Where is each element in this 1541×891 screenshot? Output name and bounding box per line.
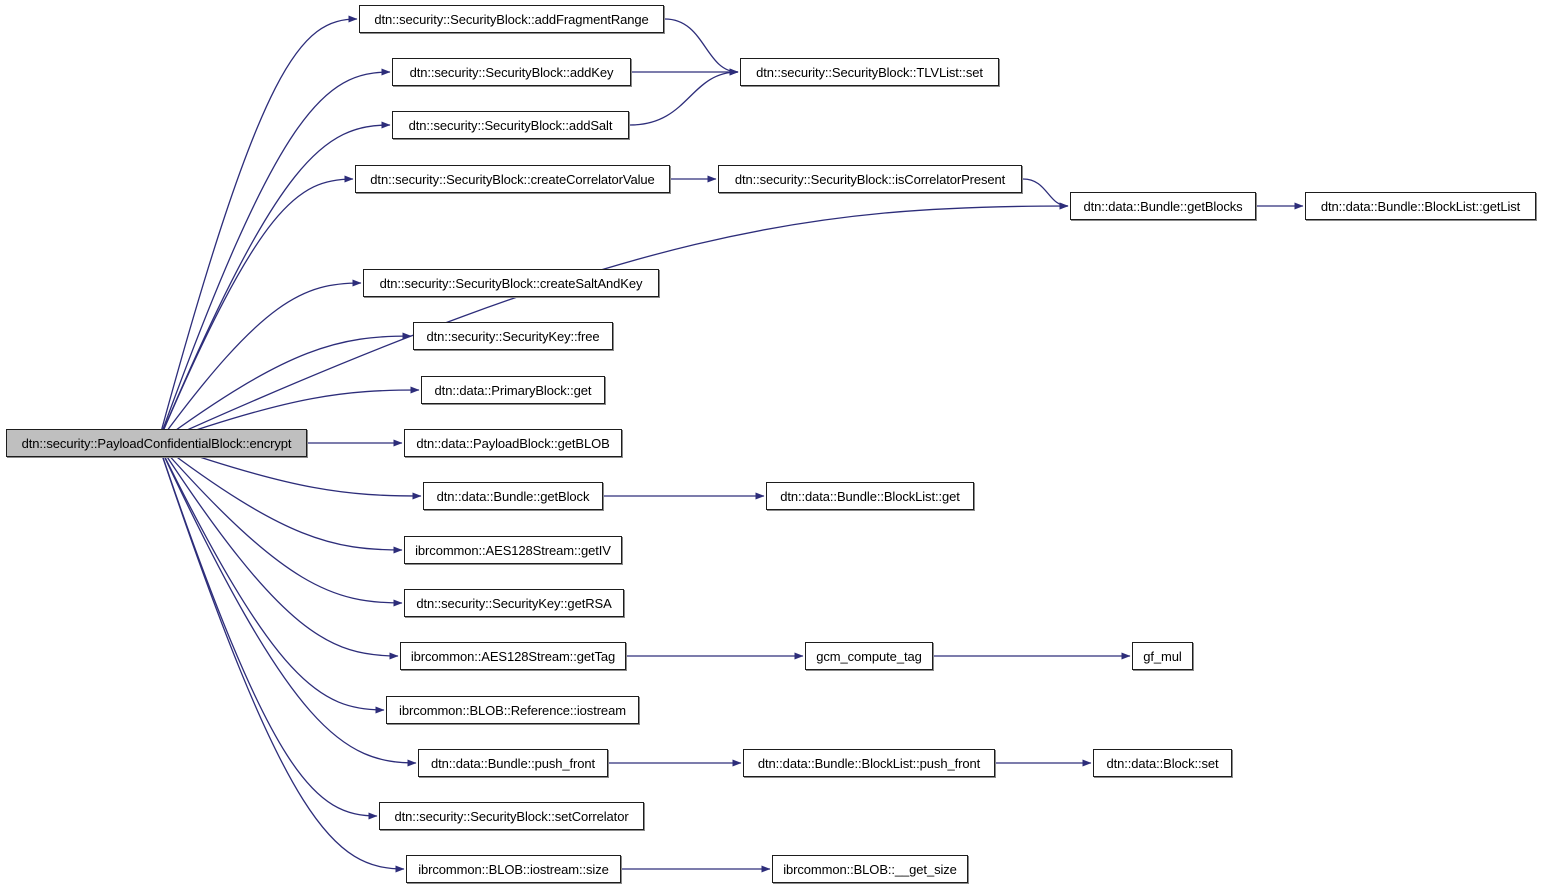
graph-node-label: dtn::data::Bundle::BlockList::get bbox=[780, 488, 960, 504]
graph-node-label: dtn::data::PrimaryBlock::get bbox=[434, 382, 592, 398]
graph-node-bundlePushFront[interactable]: dtn::data::Bundle::push_front bbox=[418, 749, 608, 777]
graph-node-label: gf_mul bbox=[1143, 648, 1182, 664]
graph-node-label: dtn::data::Block::set bbox=[1106, 755, 1219, 771]
graph-node-label: dtn::security::PayloadConfidentialBlock:… bbox=[21, 435, 292, 451]
graph-node-blobIostream[interactable]: ibrcommon::BLOB::Reference::iostream bbox=[386, 696, 639, 724]
graph-edge-encrypt-to-getRSA bbox=[157, 442, 403, 607]
graph-node-label: dtn::security::SecurityKey::getRSA bbox=[416, 595, 612, 611]
graph-node-blockListGet[interactable]: dtn::data::Bundle::BlockList::get bbox=[766, 482, 974, 510]
graph-edge-addSalt-to-tlvSet bbox=[629, 68, 739, 126]
graph-edge-encrypt-to-createSaltAndKey bbox=[157, 279, 362, 444]
graph-node-addSalt[interactable]: dtn::security::SecurityBlock::addSalt bbox=[392, 111, 629, 139]
graph-node-blobGetSize[interactable]: ibrcommon::BLOB::__get_size bbox=[772, 855, 968, 883]
graph-node-createSaltAndKey[interactable]: dtn::security::SecurityBlock::createSalt… bbox=[363, 269, 659, 297]
graph-edge-encrypt-to-iostreamSize bbox=[157, 442, 405, 873]
graph-node-label: dtn::data::Bundle::BlockList::getList bbox=[1320, 198, 1521, 214]
graph-edge-encrypt-to-createCorrelator bbox=[157, 175, 354, 444]
graph-node-getIV[interactable]: ibrcommon::AES128Stream::getIV bbox=[404, 536, 622, 564]
graph-node-blockSet[interactable]: dtn::data::Block::set bbox=[1093, 749, 1232, 777]
graph-node-label: dtn::security::SecurityBlock::createSalt… bbox=[379, 275, 643, 291]
graph-node-label: dtn::data::Bundle::getBlocks bbox=[1083, 198, 1243, 214]
graph-node-label: dtn::security::SecurityBlock::addKey bbox=[409, 64, 614, 80]
graph-edge-isCorrelatorPresent-to-bundleGetBlocks bbox=[1022, 178, 1069, 210]
graph-node-label: ibrcommon::AES128Stream::getTag bbox=[410, 648, 616, 664]
graph-node-gfMul[interactable]: gf_mul bbox=[1132, 642, 1193, 670]
graph-node-bundleGetBlocks[interactable]: dtn::data::Bundle::getBlocks bbox=[1070, 192, 1256, 220]
graph-edge-encrypt-to-addFragmentRange bbox=[157, 15, 358, 444]
graph-node-keyFree[interactable]: dtn::security::SecurityKey::free bbox=[413, 322, 613, 350]
graph-node-getTag[interactable]: ibrcommon::AES128Stream::getTag bbox=[400, 642, 626, 670]
graph-node-label: dtn::data::PayloadBlock::getBLOB bbox=[416, 435, 610, 451]
graph-node-payloadGetBLOB[interactable]: dtn::data::PayloadBlock::getBLOB bbox=[404, 429, 622, 457]
graph-node-gcmComputeTag[interactable]: gcm_compute_tag bbox=[805, 642, 933, 670]
graph-edge-addFragmentRange-to-tlvSet bbox=[664, 18, 739, 76]
graph-node-createCorrelator[interactable]: dtn::security::SecurityBlock::createCorr… bbox=[355, 165, 670, 193]
graph-node-label: dtn::data::Bundle::getBlock bbox=[436, 488, 590, 504]
graph-node-label: ibrcommon::BLOB::Reference::iostream bbox=[399, 702, 626, 718]
graph-edge-encrypt-to-getIV bbox=[157, 442, 403, 554]
graph-node-label: ibrcommon::BLOB::iostream::size bbox=[418, 861, 609, 877]
graph-node-isCorrelatorPresent[interactable]: dtn::security::SecurityBlock::isCorrelat… bbox=[718, 165, 1022, 193]
graph-node-blockListPushFront[interactable]: dtn::data::Bundle::BlockList::push_front bbox=[743, 749, 995, 777]
graph-node-label: ibrcommon::BLOB::__get_size bbox=[783, 861, 957, 877]
graph-edge-encrypt-to-blobIostream bbox=[157, 442, 385, 714]
graph-node-label: dtn::security::SecurityBlock::isCorrelat… bbox=[734, 171, 1006, 187]
graph-node-label: dtn::security::SecurityBlock::addSalt bbox=[408, 117, 613, 133]
graph-node-label: dtn::data::Bundle::push_front bbox=[430, 755, 596, 771]
graph-node-blockListGetList[interactable]: dtn::data::Bundle::BlockList::getList bbox=[1305, 192, 1536, 220]
graph-edge-encrypt-to-addKey bbox=[157, 68, 391, 444]
graph-node-iostreamSize[interactable]: ibrcommon::BLOB::iostream::size bbox=[406, 855, 621, 883]
graph-edge-encrypt-to-setCorrelator bbox=[157, 442, 378, 820]
graph-node-encrypt[interactable]: dtn::security::PayloadConfidentialBlock:… bbox=[6, 429, 307, 457]
graph-node-label: dtn::data::Bundle::BlockList::push_front bbox=[757, 755, 981, 771]
graph-node-addFragmentRange[interactable]: dtn::security::SecurityBlock::addFragmen… bbox=[359, 5, 664, 33]
graph-node-label: dtn::security::SecurityBlock::addFragmen… bbox=[374, 11, 649, 27]
graph-node-addKey[interactable]: dtn::security::SecurityBlock::addKey bbox=[392, 58, 631, 86]
graph-node-tlvSet[interactable]: dtn::security::SecurityBlock::TLVList::s… bbox=[740, 58, 999, 86]
graph-edge-encrypt-to-bundlePushFront bbox=[157, 442, 417, 767]
graph-node-label: ibrcommon::AES128Stream::getIV bbox=[415, 542, 611, 558]
graph-edge-encrypt-to-keyFree bbox=[157, 332, 412, 444]
graph-node-primaryGet[interactable]: dtn::data::PrimaryBlock::get bbox=[421, 376, 605, 404]
graph-edge-encrypt-to-bundleGetBlocks bbox=[157, 202, 1069, 444]
graph-node-bundleGetBlock[interactable]: dtn::data::Bundle::getBlock bbox=[423, 482, 603, 510]
graph-node-label: dtn::security::SecurityKey::free bbox=[426, 328, 600, 344]
graph-edge-encrypt-to-getTag bbox=[157, 442, 399, 660]
graph-node-label: dtn::security::SecurityBlock::createCorr… bbox=[370, 171, 655, 187]
graph-node-setCorrelator[interactable]: dtn::security::SecurityBlock::setCorrela… bbox=[379, 802, 644, 830]
graph-node-label: gcm_compute_tag bbox=[816, 648, 922, 664]
graph-node-label: dtn::security::SecurityBlock::setCorrela… bbox=[394, 808, 629, 824]
graph-node-label: dtn::security::SecurityBlock::TLVList::s… bbox=[756, 64, 983, 80]
graph-node-getRSA[interactable]: dtn::security::SecurityKey::getRSA bbox=[404, 589, 624, 617]
